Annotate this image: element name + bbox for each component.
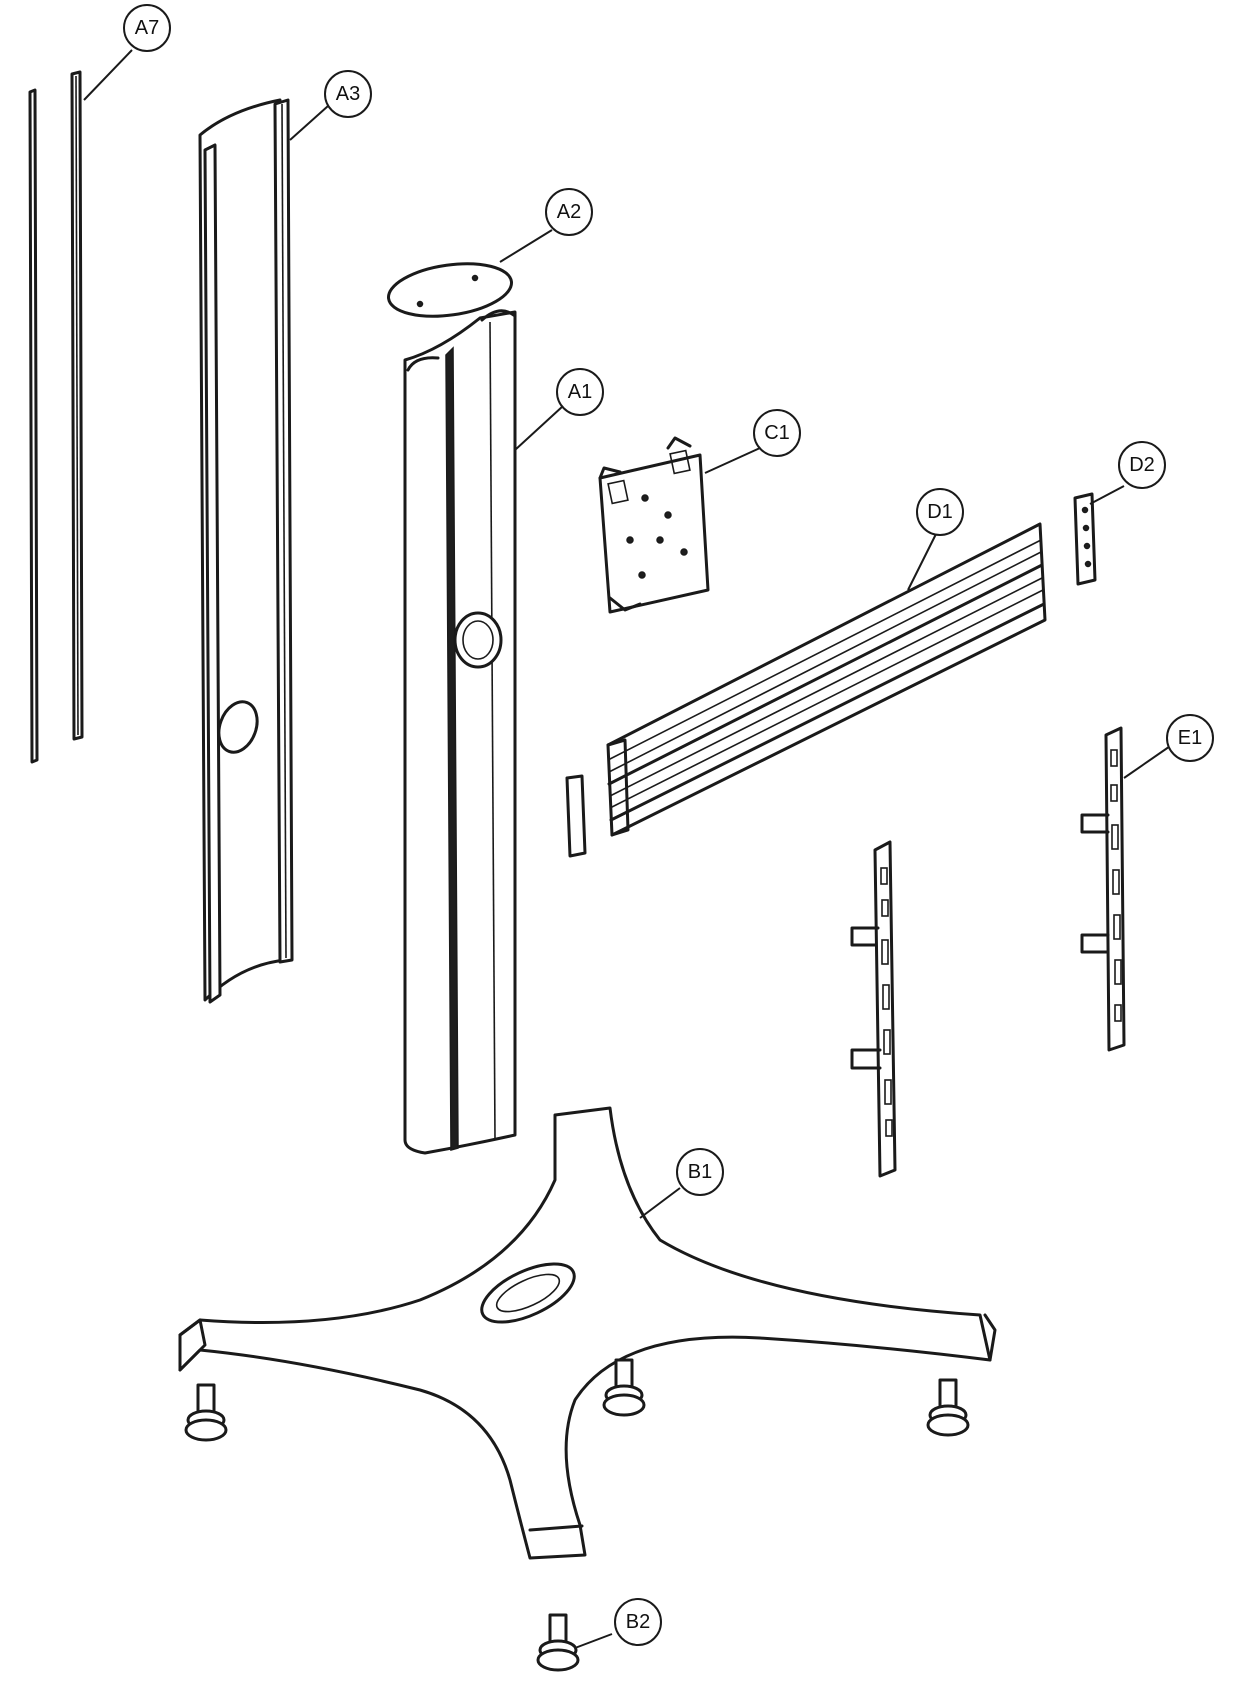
callout-c1-label: C1 — [764, 422, 790, 444]
callout-a2-label: A2 — [557, 201, 581, 223]
part-a2-top-cap — [387, 262, 513, 318]
callout-e1-label: E1 — [1178, 727, 1202, 749]
part-c1-mounting-plate — [598, 436, 710, 614]
foot-middle — [602, 1358, 646, 1417]
callout-c1: C1 — [753, 409, 801, 457]
callout-a1-label: A1 — [568, 381, 592, 403]
callout-a7: A7 — [123, 4, 171, 52]
part-a7-strips — [28, 70, 84, 764]
callout-d1: D1 — [916, 488, 964, 536]
part-e1-brackets — [850, 726, 1126, 1178]
callout-a7-label: A7 — [135, 17, 159, 39]
callout-d2: D2 — [1118, 441, 1166, 489]
callout-b1-label: B1 — [688, 1161, 712, 1183]
callout-b2-label: B2 — [626, 1611, 650, 1633]
foot-left — [184, 1383, 228, 1442]
foot-right — [926, 1378, 970, 1437]
callout-d1-label: D1 — [927, 501, 953, 523]
callout-e1: E1 — [1166, 714, 1214, 762]
part-d2-bracket — [1073, 492, 1097, 586]
callout-b2: B2 — [614, 1598, 662, 1646]
part-d1-end-plate — [565, 774, 587, 858]
callout-a3: A3 — [324, 70, 372, 118]
part-a1-main-column — [403, 309, 517, 1155]
part-b2-leveling-feet — [184, 1358, 970, 1672]
callout-a1: A1 — [556, 368, 604, 416]
callout-b1: B1 — [676, 1148, 724, 1196]
foot-front — [536, 1613, 580, 1672]
leader-lines — [83, 49, 1177, 1649]
part-b1-base — [178, 1106, 997, 1560]
callout-a3-label: A3 — [336, 83, 360, 105]
part-d1-crossbar — [606, 522, 1047, 837]
part-a3-rear-cover — [198, 98, 294, 1004]
callout-a2: A2 — [545, 188, 593, 236]
callout-d2-label: D2 — [1129, 454, 1155, 476]
